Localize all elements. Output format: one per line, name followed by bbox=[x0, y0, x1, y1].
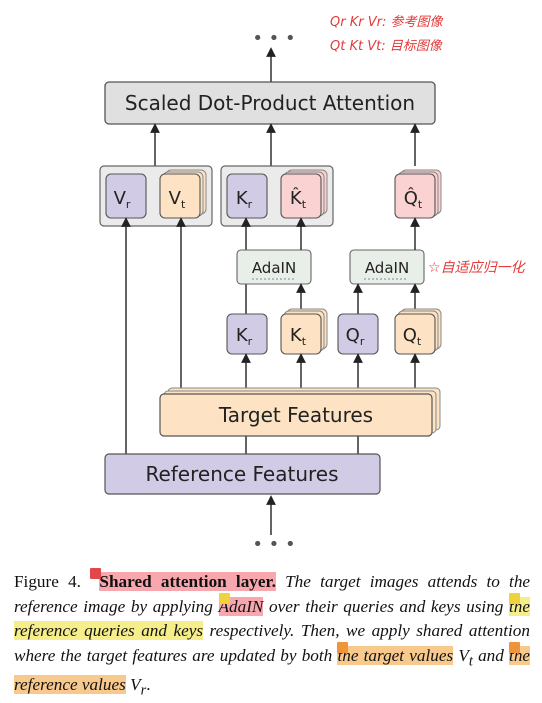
note-flag-icon[interactable] bbox=[90, 568, 102, 579]
figure-label: Figure 4. bbox=[14, 572, 81, 591]
kr-top-label: Kr bbox=[236, 188, 253, 211]
qr-bottom-label: Qr bbox=[346, 325, 365, 348]
handwritten-legend-line1: Qr Kr Vr: 参考图像 bbox=[330, 15, 443, 30]
caption-vr: Vr bbox=[130, 675, 147, 699]
vr-label: Vr bbox=[114, 188, 131, 211]
adain-right-label: AdaIN bbox=[365, 259, 409, 277]
adain-left-box bbox=[236, 249, 312, 285]
handwritten-adain-note: ☆自适应归一化 bbox=[428, 260, 527, 276]
reference-features-label: Reference Features bbox=[145, 462, 338, 486]
caption-and: and bbox=[478, 645, 504, 665]
handwritten-legend-line2: Qt Kt Vt: 目标图像 bbox=[330, 39, 443, 54]
note-flag-icon[interactable] bbox=[509, 592, 521, 604]
note-flag-icon[interactable] bbox=[337, 641, 349, 653]
caption-part3: respectively. Then, we apply shared atte… bbox=[14, 621, 530, 665]
caption-vt: Vt bbox=[458, 645, 473, 669]
khat-label: K̂t bbox=[290, 188, 307, 211]
target-features-box bbox=[159, 393, 433, 437]
top-ellipsis: • • • bbox=[252, 28, 295, 49]
vt-label: Vt bbox=[169, 188, 186, 211]
caption-title: Shared attention layer. bbox=[99, 572, 276, 591]
caption-target-values: the target values bbox=[337, 645, 454, 665]
figure-caption: Figure 4. Shared attention layer. The ta… bbox=[14, 568, 531, 703]
vr-box bbox=[105, 173, 147, 219]
qhat-label: Q̂t bbox=[404, 188, 423, 211]
target-features-label: Target Features bbox=[218, 403, 373, 427]
caption-adain: AdaIN bbox=[218, 596, 264, 616]
attention-label: Scaled Dot-Product Attention bbox=[125, 91, 415, 115]
qt-bottom-label: Qt bbox=[403, 325, 422, 348]
kr-bottom-label: Kr bbox=[236, 325, 253, 348]
caption-part2: over their queries and keys using bbox=[269, 596, 504, 616]
bottom-ellipsis: • • • bbox=[252, 534, 295, 555]
kt-bottom-label: Kt bbox=[290, 325, 307, 348]
caption-part1: The target images attends to the referen… bbox=[14, 572, 531, 616]
adain-right-box bbox=[349, 249, 425, 285]
note-flag-icon[interactable] bbox=[218, 592, 230, 604]
adain-left-label: AdaIN bbox=[252, 259, 296, 277]
reference-features-box bbox=[104, 453, 381, 495]
note-flag-icon[interactable] bbox=[509, 641, 521, 653]
caption-end: . bbox=[146, 675, 151, 695]
